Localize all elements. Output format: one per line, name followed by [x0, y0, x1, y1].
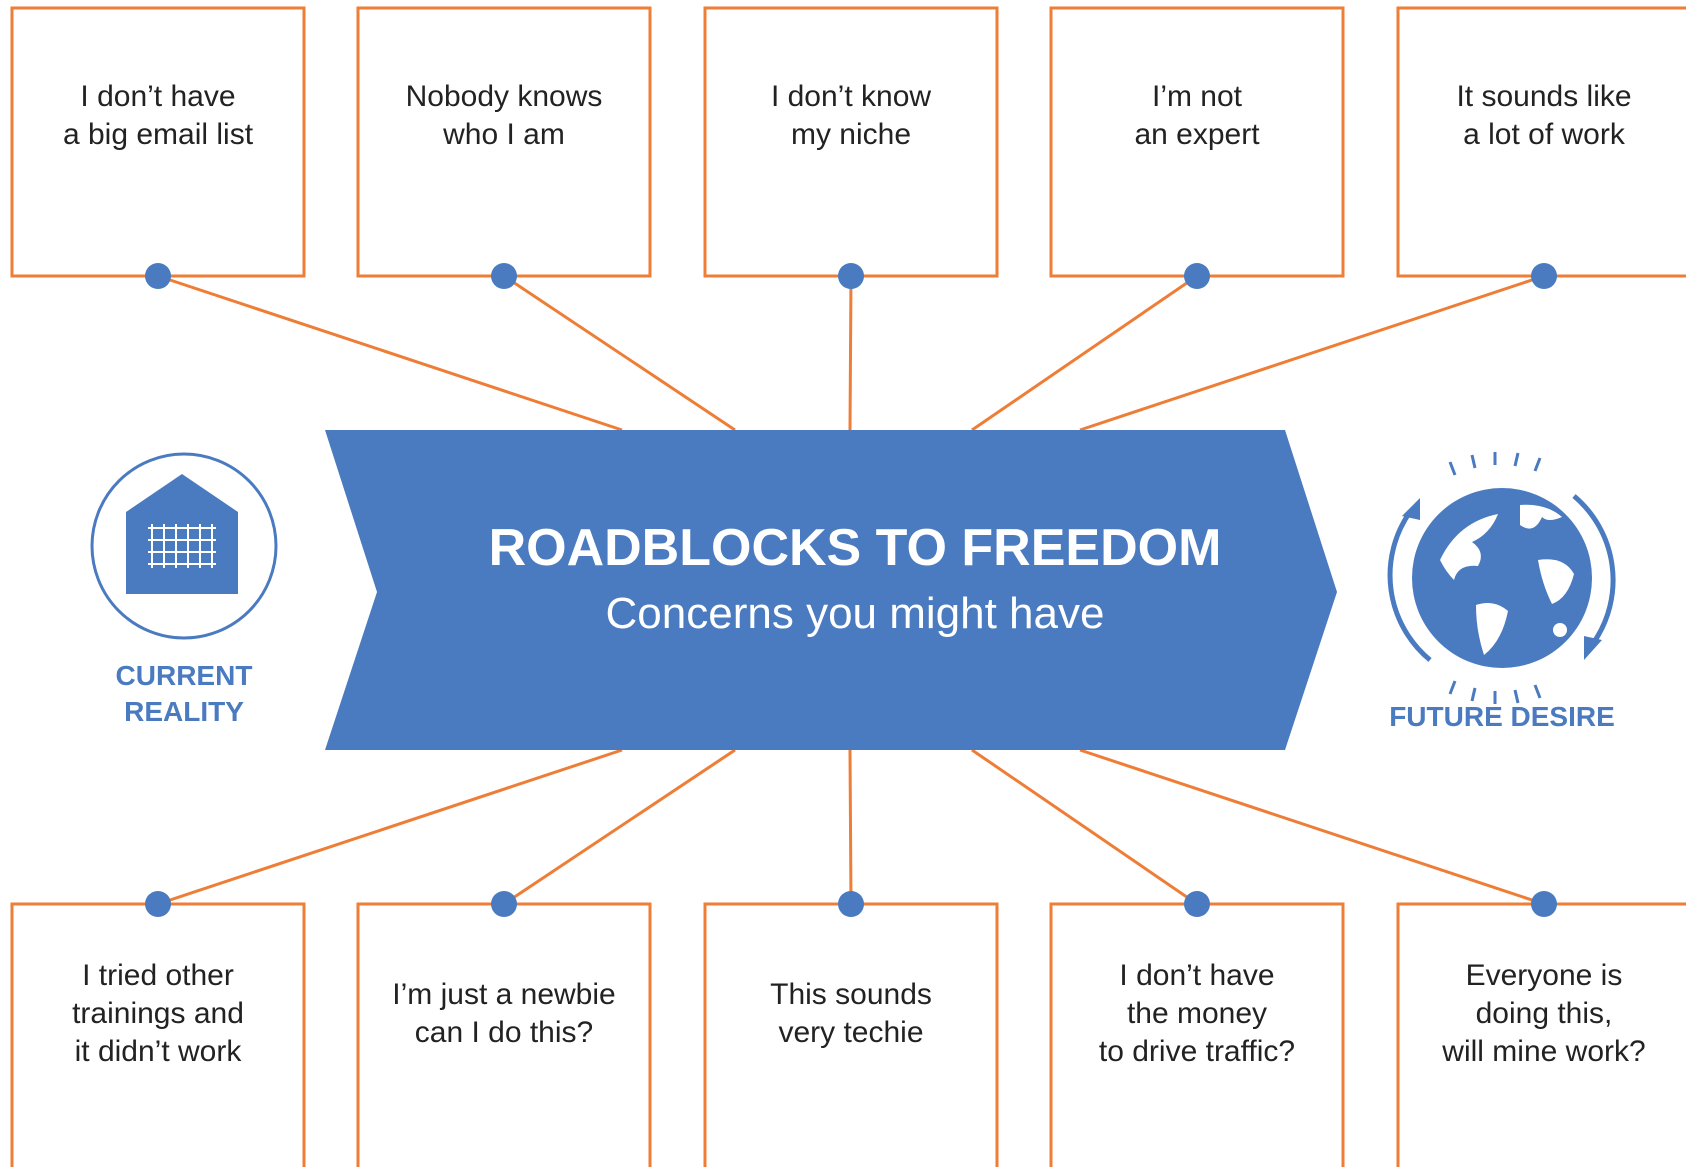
concern-text-top: It sounds like a lot of work — [1456, 80, 1632, 151]
connector-dot-top — [1531, 263, 1557, 289]
concern-text-top: Nobody knows who I am — [405, 80, 603, 151]
concern-text-top: I’m not an expert — [1134, 80, 1260, 151]
connector-dot-top — [491, 263, 517, 289]
concern-text-top: I don’t know my niche — [770, 80, 932, 151]
concern-text-bottom: Everyone is doing this, will mine work? — [1442, 959, 1646, 1068]
connector-dot-top — [1184, 263, 1210, 289]
future-desire-label: FUTURE DESIRE — [1389, 701, 1615, 732]
connector-dots — [145, 263, 1557, 917]
connector-dot-bottom — [1531, 891, 1557, 917]
concern-text-bottom: I tried other trainings and it didn’t wo… — [72, 959, 244, 1068]
concern-text-bottom: I don’t have the money to drive traffic? — [1098, 959, 1296, 1068]
connector-line-bottom — [848, 749, 853, 905]
connector-line-top — [157, 274, 623, 432]
connector-line-top — [1079, 274, 1545, 432]
connector-dot-top — [838, 263, 864, 289]
connector-dot-bottom — [145, 891, 171, 917]
connector-line-top — [848, 275, 853, 431]
house-grid-icon — [90, 452, 278, 640]
connector-dot-top — [145, 263, 171, 289]
concern-text-top: I don’t have a big email list — [62, 80, 254, 151]
title-banner — [325, 430, 1337, 750]
connector-line-bottom — [503, 748, 736, 906]
concern-text-bottom: This sounds very techie — [770, 978, 932, 1049]
diagram-subtitle: Concerns you might have — [605, 589, 1105, 638]
concern-text-bottom: I’m just a newbie can I do this? — [392, 978, 616, 1049]
connector-dot-bottom — [838, 891, 864, 917]
connector-line-top — [503, 274, 736, 432]
connector-line-top — [971, 274, 1198, 432]
current-reality-label: CURRENT REALITY — [115, 660, 253, 727]
connector-line-bottom — [1079, 748, 1545, 906]
connector-line-bottom — [157, 748, 623, 906]
connector-dot-bottom — [1184, 891, 1210, 917]
connector-dot-bottom — [491, 891, 517, 917]
connector-lines — [157, 274, 1545, 906]
connector-line-bottom — [971, 748, 1198, 906]
diagram-title: ROADBLOCKS TO FREEDOM — [488, 519, 1222, 577]
globe-icon — [1387, 452, 1616, 704]
